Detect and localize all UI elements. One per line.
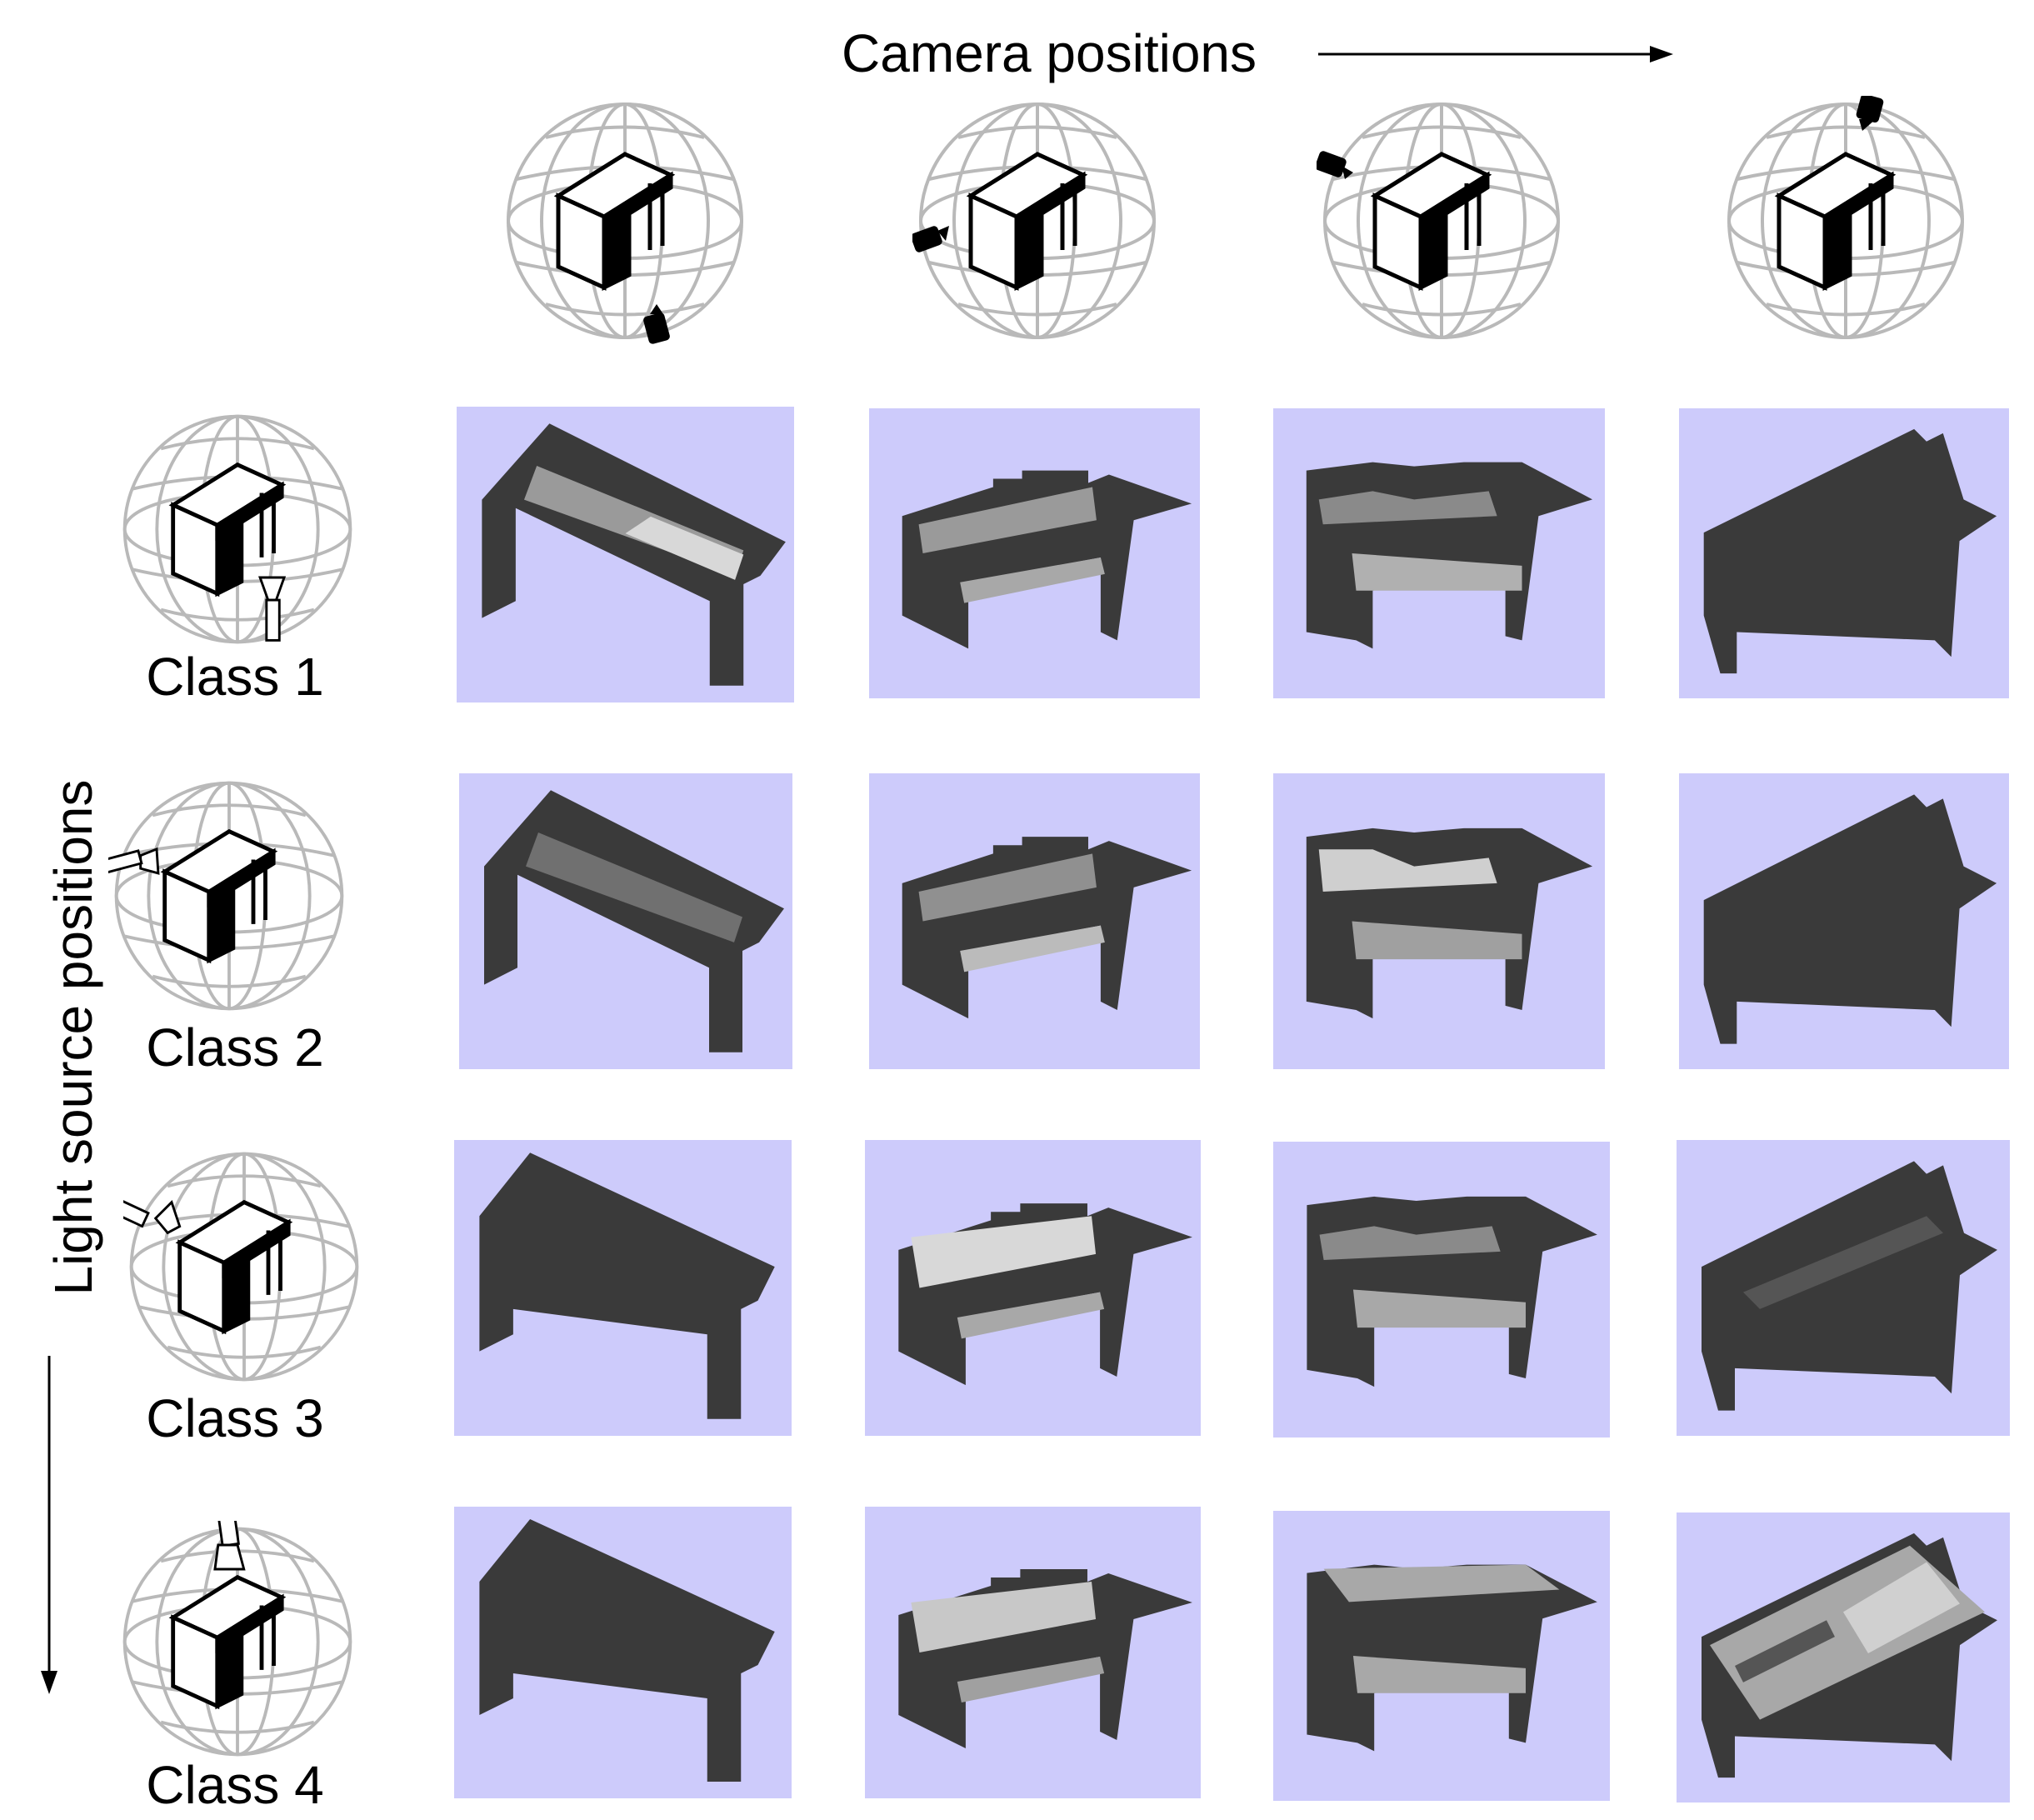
camera-icon [1317,151,1353,179]
desk-render [1702,1532,1997,1778]
render-class4-view3 [1273,1511,1610,1801]
camera-axis-arrow [1318,46,1673,62]
class-4-label: Class 4 [146,1755,324,1815]
desk-render [484,790,784,1052]
desk-render [1703,428,1997,674]
render-class1-view1 [457,407,794,702]
render-class3-view2 [865,1140,1201,1436]
render-class1-view2 [869,408,1200,698]
camera-globe-1-drawing [507,102,743,339]
camera-globe-2-drawing [919,102,1156,339]
desk-render [1703,794,1997,1044]
flashlight-icon [258,576,287,642]
camera-globe-3 [1317,96,1567,346]
desk-render [482,423,786,686]
camera-positions-label: Camera positions [842,23,1257,83]
camera-globe-3-drawing [1323,102,1560,339]
flashlight-icon [123,1191,182,1235]
light-globe-4 [117,1521,358,1762]
camera-globe-1 [500,96,750,346]
desk-render [1307,1564,1597,1752]
render-class4-view2 [865,1507,1201,1798]
render-class1-view3 [1273,408,1605,698]
render-class4-view4 [1677,1512,2010,1802]
camera-icon [912,226,949,252]
render-class4-view1 [454,1507,792,1798]
light-globe-2-drawing [114,781,344,1011]
light-globe-4-drawing [122,1527,352,1757]
camera-globe-4-drawing [1727,102,1964,339]
flashlight-icon [213,1521,246,1571]
desk-render [1306,828,1593,1019]
render-class1-view4 [1679,408,2009,698]
desk-render [1307,1196,1597,1388]
render-class2-view3 [1273,773,1605,1069]
class-1-label: Class 1 [146,647,324,707]
desk-render [898,1569,1192,1748]
light-source-positions-label: Light source positions [43,779,103,1296]
desk-render [479,1152,775,1419]
camera-globe-4 [1721,96,1971,346]
render-class2-view1 [459,773,792,1069]
desk-render [1702,1161,1997,1411]
light-globe-2 [108,775,350,1017]
class-3-label: Class 3 [146,1388,324,1448]
render-class2-view4 [1679,773,2009,1069]
render-class3-view3 [1273,1142,1610,1438]
render-class2-view2 [869,773,1200,1069]
camera-globe-2 [912,96,1162,346]
camera-icon [643,304,670,344]
light-axis-arrow [41,1356,57,1694]
render-class3-view1 [454,1140,792,1436]
flashlight-icon [108,847,160,875]
desk-render [902,837,1192,1019]
desk-render [1306,462,1593,649]
camera-icon [1856,96,1884,131]
class-2-label: Class 2 [146,1018,324,1078]
light-globe-3 [123,1146,365,1388]
desk-render [898,1203,1192,1386]
light-globe-1-drawing [122,414,352,644]
desk-render [479,1519,775,1782]
render-class3-view4 [1677,1140,2010,1436]
light-globe-1 [117,408,358,650]
desk-render [902,470,1192,649]
